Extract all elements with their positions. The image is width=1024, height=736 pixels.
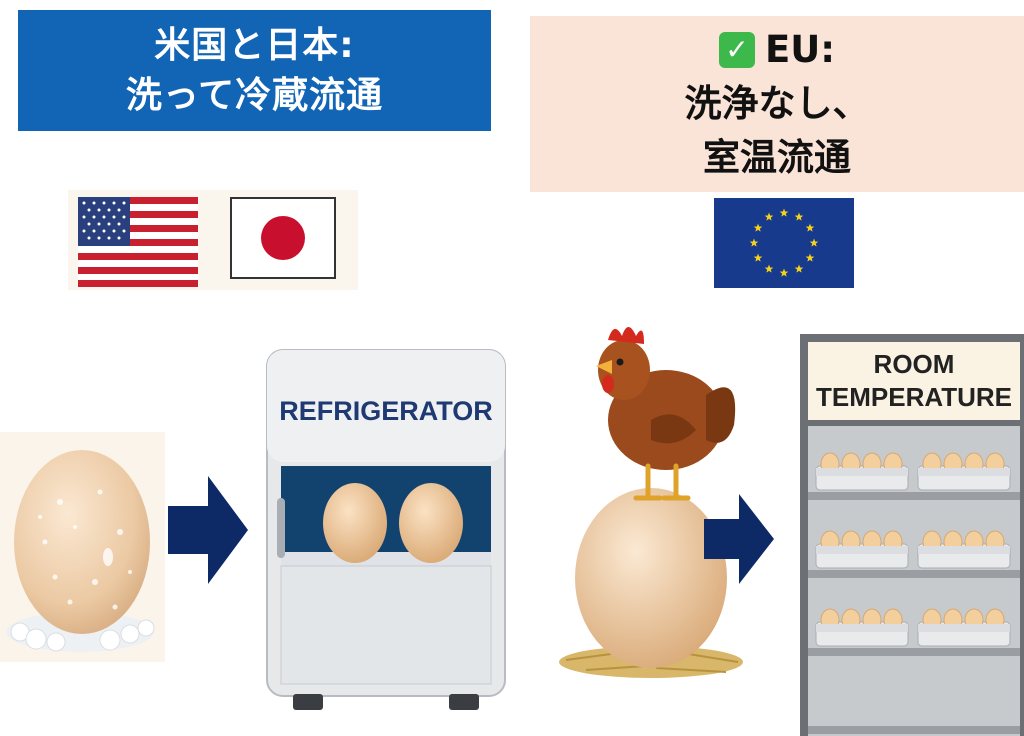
egg-carton-icon	[815, 608, 909, 647]
chicken-on-egg-illustration	[556, 300, 746, 690]
eu-star-icon	[805, 253, 815, 262]
eu-star-icon	[809, 238, 819, 247]
eu-star-icon	[779, 208, 789, 217]
eu-star-icon	[764, 264, 774, 273]
japan-flag-icon	[230, 197, 336, 279]
washed-egg-illustration	[0, 432, 165, 662]
eu-star-icon	[805, 223, 815, 232]
refrigerator-label: REFRIGERATOR	[279, 396, 493, 426]
egg-carton-icon	[815, 530, 909, 569]
us-japan-title-line1: 米国と日本:	[154, 24, 355, 66]
egg-carton-icon	[815, 452, 909, 491]
eu-star-icon	[753, 253, 763, 262]
room-temperature-label: ROOM TEMPERATURE	[808, 348, 1020, 414]
eu-star-icon	[779, 268, 789, 277]
eu-title-line1: EU:	[764, 28, 836, 71]
eu-star-icon	[764, 212, 774, 221]
eu-title-line2: 洗浄なし、	[684, 82, 870, 125]
room-temperature-label-line2: TEMPERATURE	[816, 382, 1012, 412]
us-flag-icon	[78, 197, 198, 287]
us-japan-title-box: 米国と日本: 洗って冷蔵流通	[18, 10, 491, 131]
egg-carton-icon	[917, 608, 1011, 647]
eu-title-box: ✓ EU: 洗浄なし、 室温流通	[530, 16, 1024, 192]
us-japan-title-line2: 洗って冷蔵流通	[125, 74, 384, 116]
arrow-right-icon	[704, 494, 774, 584]
refrigerator-illustration: REFRIGERATOR	[263, 348, 509, 714]
eu-star-icon	[794, 264, 804, 273]
room-temperature-label-line1: ROOM	[873, 349, 955, 379]
eu-flag-icon	[714, 198, 854, 288]
eu-star-icon	[749, 238, 759, 247]
eu-star-icon	[794, 212, 804, 221]
arrow-right-icon	[168, 476, 248, 584]
room-temperature-shelf-illustration: ROOM TEMPERATURE	[800, 334, 1024, 736]
egg-carton-icon	[917, 530, 1011, 569]
egg-carton-icon	[917, 452, 1011, 491]
check-mark-icon: ✓	[718, 32, 755, 68]
eu-title-line3: 室温流通	[703, 136, 851, 179]
eu-star-icon	[753, 223, 763, 232]
